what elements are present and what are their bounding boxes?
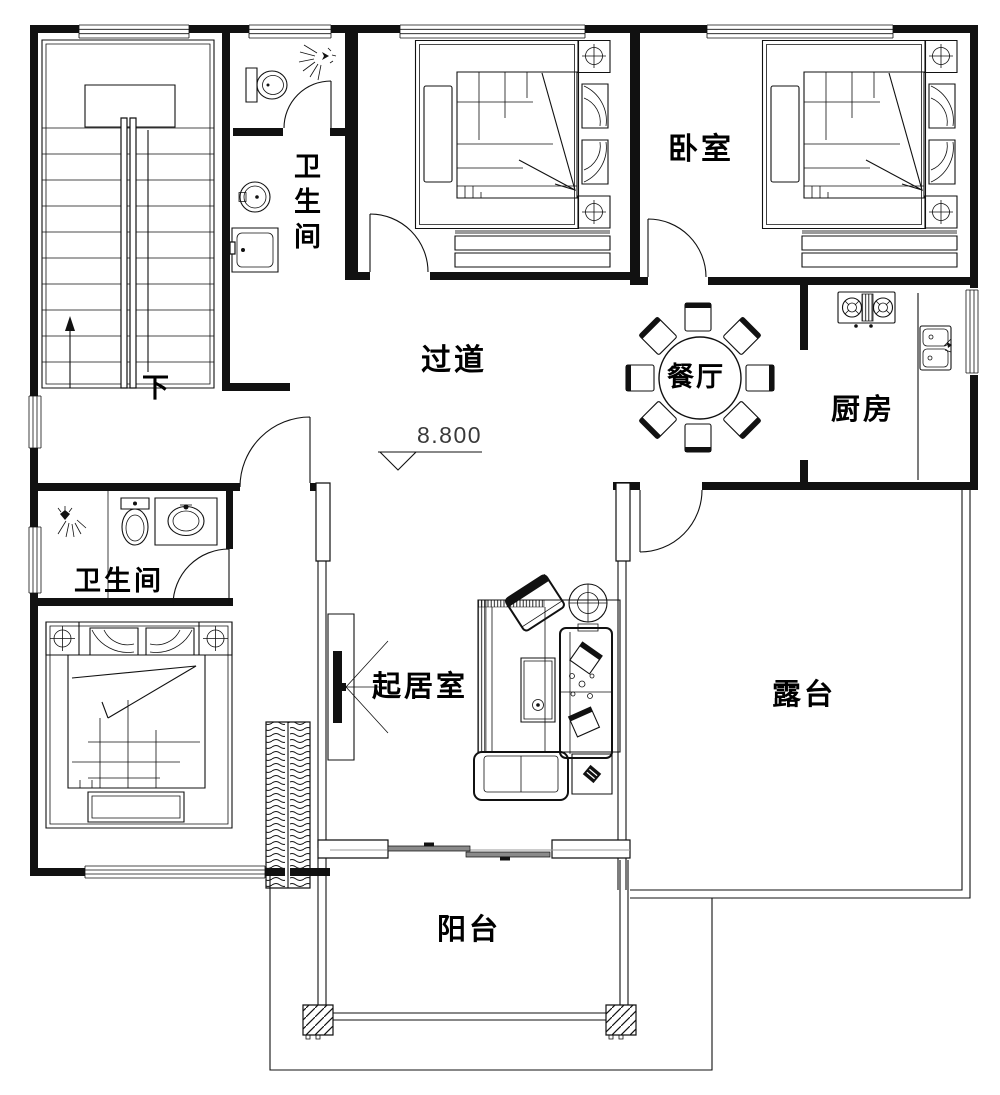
sliding-door	[388, 842, 550, 861]
throw-pattern	[570, 674, 595, 699]
exterior-walls	[30, 25, 978, 876]
fan-table	[569, 584, 607, 631]
stair-direction-arrow	[65, 316, 75, 331]
rug	[478, 600, 620, 752]
thin-partitions	[316, 483, 630, 890]
balcony-structure	[270, 840, 712, 1070]
side-table	[572, 754, 612, 794]
dining-table	[659, 337, 741, 419]
column	[303, 1005, 333, 1035]
stair-direction-label: 下	[142, 373, 172, 403]
terrace-parapet	[630, 490, 970, 898]
kitchen-fixtures	[838, 292, 952, 480]
doors	[173, 81, 706, 605]
elevation-value: 8.800	[417, 422, 483, 448]
ceiling-light-icon	[299, 45, 336, 80]
living-room-furniture	[328, 573, 620, 800]
loveseat	[474, 752, 568, 800]
lower-floor-outline	[270, 876, 712, 1070]
room-label-living: 起居室	[372, 671, 469, 703]
staircase	[42, 40, 214, 388]
room-label-bedroom: 卧室	[668, 133, 734, 166]
room-label-bathroom-lower: 卫生间	[74, 566, 164, 596]
room-label-bathroom-top: 卫生间	[290, 152, 320, 257]
coffee-table	[521, 658, 555, 722]
column	[606, 1005, 636, 1035]
bathroom-top-fixtures	[230, 45, 336, 272]
wardrobe	[266, 722, 310, 888]
room-label-kitchen: 厨房	[831, 394, 896, 426]
elevation-marker	[378, 452, 482, 470]
room-label-dining: 餐厅	[667, 362, 725, 392]
armchair	[504, 573, 566, 632]
room-label-balcony: 阳台	[437, 914, 502, 946]
sofa-right	[560, 628, 612, 758]
room-label-terrace: 露台	[772, 679, 837, 711]
interior-walls	[30, 25, 978, 606]
bedroom-3-furniture	[46, 622, 310, 888]
dining-set	[625, 302, 775, 453]
shower-light-icon	[58, 506, 86, 537]
room-label-corridor: 过道	[421, 344, 487, 377]
windows	[27, 23, 980, 880]
tv-wall	[328, 614, 388, 760]
bathroom-lower-fixtures	[58, 491, 217, 598]
